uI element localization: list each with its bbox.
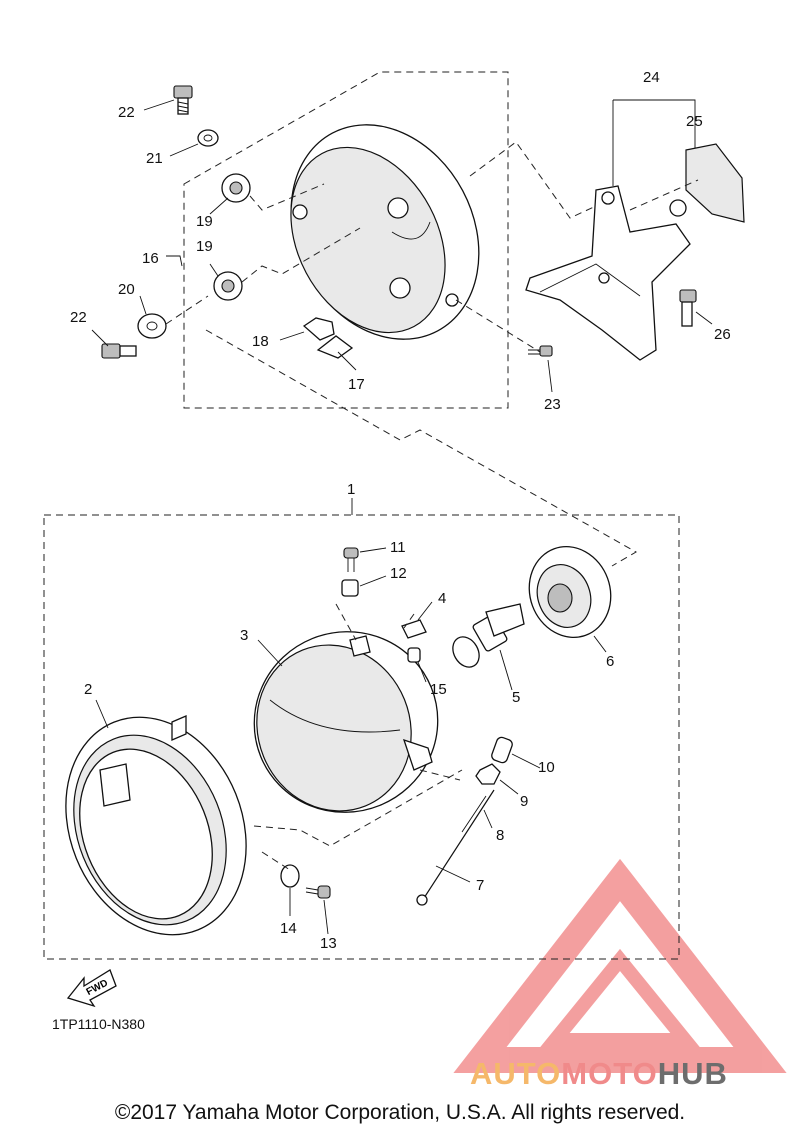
brand-moto: MOTO: [561, 1056, 658, 1091]
sleeve-10: [491, 736, 513, 764]
callout-2: 2: [84, 681, 92, 698]
bracket-leader-2: [613, 99, 696, 148]
rim-ring: [65, 715, 247, 936]
reference-code: 1TP1110-N380: [52, 1016, 145, 1032]
callout-23: 23: [544, 396, 561, 413]
screw-13: [305, 885, 331, 899]
grommet-12: [341, 579, 359, 597]
callout-26: 26: [714, 326, 731, 343]
callout-6: 6: [606, 653, 614, 670]
mounting-bracket: [525, 185, 691, 361]
nut-15: [407, 647, 421, 663]
bolt-22-lower: [101, 343, 137, 359]
bolt-26: [679, 289, 697, 327]
brand-auto: AUTO: [470, 1056, 562, 1091]
watermark-brand: AUTOMOTOHUB: [470, 1056, 728, 1092]
bulb-cover: [528, 546, 612, 638]
washer-21: [197, 129, 219, 147]
bulb: [452, 603, 525, 668]
hardware-line-20: [165, 295, 209, 325]
callout-8: 8: [496, 827, 504, 844]
callout-11: 11: [390, 539, 406, 556]
shell-to-bolt-line: [455, 299, 541, 353]
clip-4: [401, 619, 427, 639]
callout-22-upper: 22: [118, 104, 135, 121]
callout-24: 24: [643, 69, 660, 86]
upper-assembly-boundary: [183, 71, 509, 409]
lens-unit: [253, 631, 439, 813]
callout-3: 3: [240, 627, 248, 644]
bolt-22-upper: [173, 85, 193, 115]
callout-21: 21: [146, 150, 163, 167]
callout-13: 13: [320, 935, 337, 952]
bolt-23: [528, 345, 553, 357]
copyright-notice: ©2017 Yamaha Motor Corporation, U.S.A. A…: [114, 1101, 686, 1124]
fwd-arrow-icon: FWD: [66, 969, 117, 1008]
callout-14: 14: [280, 920, 297, 937]
callout-9: 9: [520, 793, 528, 810]
hardware-line-19b: [241, 227, 361, 283]
nut-9: [475, 763, 501, 785]
callout-5: 5: [512, 689, 520, 706]
callout-4: 4: [438, 590, 446, 607]
callout-15: 15: [430, 681, 447, 698]
clip-17: [316, 335, 354, 359]
grommet-19-upper: [221, 173, 251, 203]
callout-17: 17: [348, 376, 365, 393]
callout-1: 1: [347, 481, 355, 498]
callout-19-upper: 19: [196, 213, 213, 230]
washer-20: [137, 313, 167, 339]
callout-numbers: 22 21 19 19 16 20 22 18 17 23 24 25 26 1…: [70, 69, 731, 952]
clip-18: [302, 317, 335, 341]
watermark-triangle-logo: [453, 858, 787, 1073]
brand-hub: HUB: [657, 1056, 728, 1091]
lower-assembly-lines: [253, 603, 463, 871]
callout-7: 7: [476, 877, 484, 894]
leader-shell-to-cover: [205, 329, 638, 567]
bracket-to-plate-line: [629, 179, 699, 211]
spring-8: [461, 795, 487, 833]
hardware-line-19: [249, 183, 325, 211]
callout-19-lower: 19: [196, 238, 213, 255]
callout-25: 25: [686, 113, 703, 130]
callout-18: 18: [252, 333, 269, 350]
adjust-screw-7: [416, 789, 495, 906]
callout-leaders: [91, 99, 713, 935]
callout-20: 20: [118, 281, 135, 298]
grommet-19-lower: [213, 271, 243, 301]
reflector-plate: [685, 143, 745, 223]
callout-10: 10: [538, 759, 555, 776]
callout-12: 12: [390, 565, 407, 582]
callout-16: 16: [142, 250, 159, 267]
callout-22-lower: 22: [70, 309, 87, 326]
lower-assembly-boundary: [43, 514, 680, 960]
grommet-14: [280, 864, 300, 888]
screw-11: [343, 547, 359, 572]
shell-to-bracket-line: [469, 141, 597, 219]
headlight-shell: [290, 124, 480, 340]
